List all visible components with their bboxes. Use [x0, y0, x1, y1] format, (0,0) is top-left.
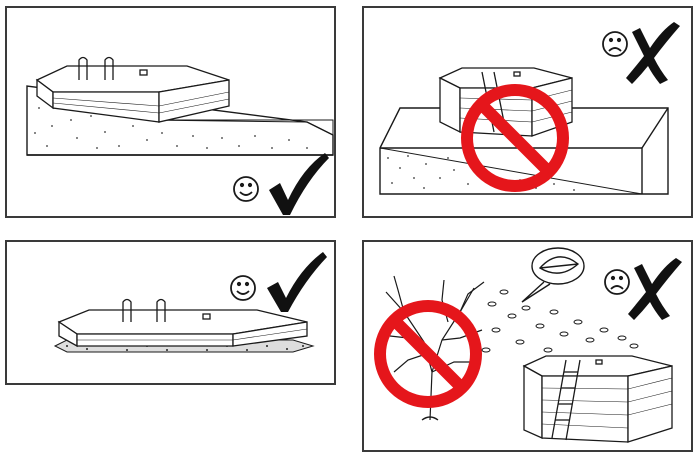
- pool-drawing: [35, 56, 230, 123]
- smiley-face-icon: [230, 275, 256, 301]
- falling-leaves: [481, 289, 639, 353]
- panel-flat-correct: [5, 240, 336, 385]
- panel-slope-correct: [5, 6, 336, 218]
- check-mark-icon: [267, 252, 327, 312]
- illustration-tree-wrong: [374, 247, 682, 443]
- illustration-flat-correct: [53, 252, 327, 353]
- illustration-slope-correct: [26, 56, 334, 215]
- leaf-icon: [538, 256, 580, 274]
- frowny-face-icon: [602, 31, 628, 57]
- check-mark-icon: [269, 153, 329, 215]
- smiley-face-icon: [233, 176, 259, 202]
- panel-tree-wrong: [362, 240, 693, 452]
- frowny-face-icon: [604, 269, 630, 295]
- illustration-raised-slope-wrong: [379, 22, 680, 195]
- leaf-thought-bubble: [521, 247, 585, 303]
- x-mark-icon: [628, 258, 682, 320]
- panel-raised-slope-wrong: [362, 6, 693, 218]
- x-mark-icon: [626, 22, 680, 84]
- prohibition-icon: [374, 300, 482, 408]
- pool-drawing: [57, 298, 308, 348]
- prohibition-icon: [461, 84, 569, 192]
- pool-drawing: [522, 355, 673, 443]
